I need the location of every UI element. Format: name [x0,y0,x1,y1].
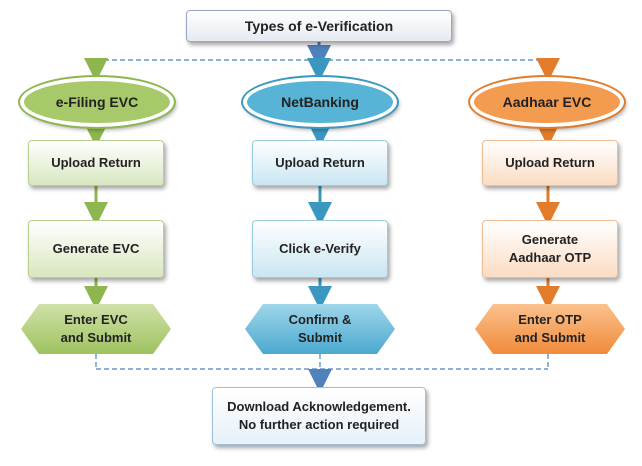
aadhaar-step-upload: Upload Return [482,140,618,186]
aadhaar-step-generate: Generate Aadhaar OTP [482,220,618,278]
netbanking-step-verify-label: Click e-Verify [279,241,361,256]
netbanking-final-line1: Confirm & [288,312,352,327]
outcome-line2: No further action required [238,417,400,432]
efiling-step-generate-label: Generate EVC [52,241,140,256]
aadhaar-step-generate-line1: Generate [521,232,579,247]
aadhaar-final-line2: and Submit [514,330,586,345]
method-netbanking: NetBanking [241,75,399,129]
netbanking-step-upload-label: Upload Return [275,155,365,170]
outcome-line1: Download Acknowledgement. [227,399,411,414]
efiling-step-upload-label: Upload Return [51,155,141,170]
netbanking-final-step: Confirm & Submit [245,304,395,354]
method-aadhaar-evc-label: Aadhaar EVC [502,94,592,110]
aadhaar-final-step: Enter OTP and Submit [475,304,625,354]
diagram-title: Types of e-Verification [244,18,394,34]
aadhaar-step-upload-label: Upload Return [505,155,595,170]
netbanking-step-verify: Click e-Verify [252,220,388,278]
aadhaar-final-line1: Enter OTP [518,312,582,327]
efiling-step-upload: Upload Return [28,140,164,186]
efiling-final-step: Enter EVC and Submit [21,304,171,354]
outcome-box: Download Acknowledgement. No further act… [212,387,426,445]
netbanking-final-line2: Submit [297,330,343,345]
efiling-step-generate: Generate EVC [28,220,164,278]
efiling-final-line1: Enter EVC [64,312,128,327]
netbanking-step-upload: Upload Return [252,140,388,186]
efiling-final-line2: and Submit [60,330,132,345]
method-efiling-evc-label: e-Filing EVC [55,94,139,110]
method-efiling-evc: e-Filing EVC [18,75,176,129]
method-netbanking-label: NetBanking [281,94,359,110]
diagram-title-box: Types of e-Verification [186,10,452,42]
aadhaar-step-generate-line2: Aadhaar OTP [508,250,592,265]
method-aadhaar-evc: Aadhaar EVC [468,75,626,129]
